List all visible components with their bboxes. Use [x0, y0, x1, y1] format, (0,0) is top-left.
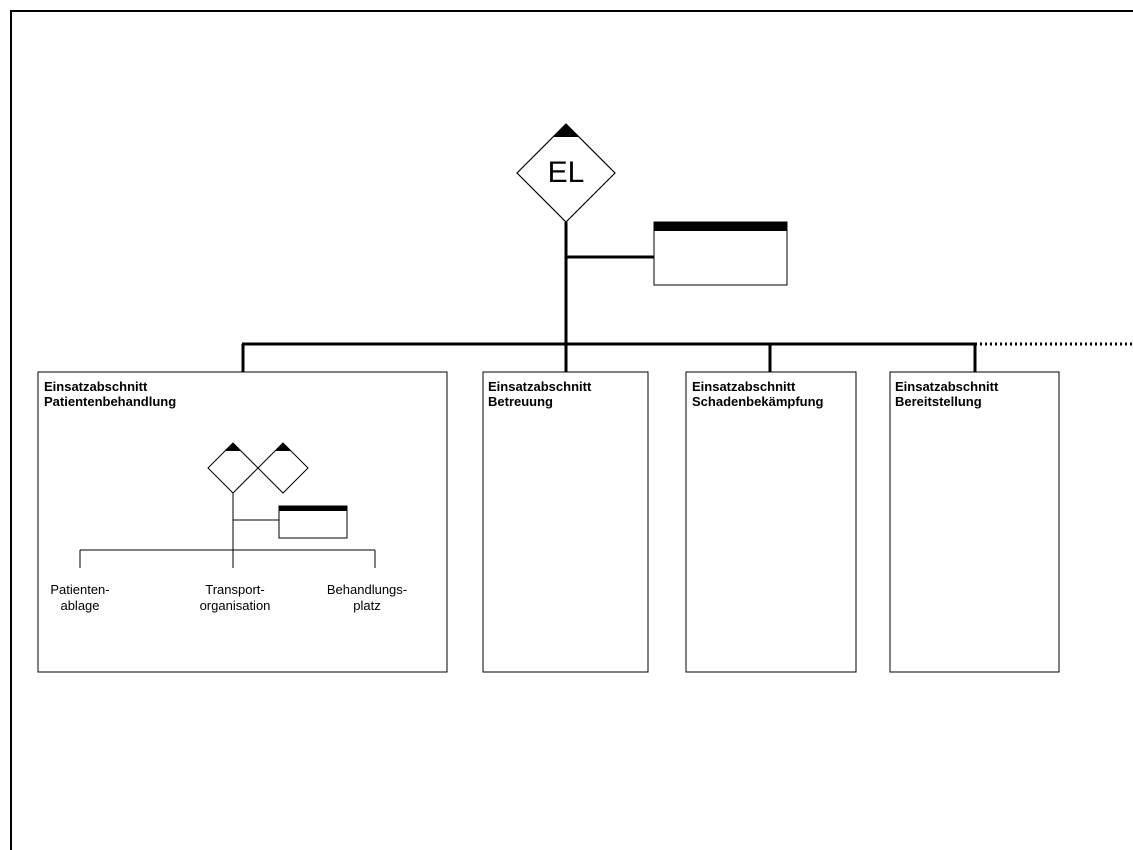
- section-box: [37, 371, 448, 673]
- section-leader-diamond-marker: [225, 443, 241, 451]
- section-title-betreuung: Einsatzabschnitt Betreuung: [488, 379, 591, 409]
- subsection-label-line2: platz: [353, 598, 381, 613]
- section-box: [685, 371, 857, 673]
- section-title-line2: Betreuung: [488, 394, 553, 409]
- section-title-line1: Einsatzabschnitt: [488, 379, 592, 394]
- section-title-line1: Einsatzabschnitt: [44, 379, 148, 394]
- leader-label: EL: [547, 156, 585, 189]
- staff-box-header: [654, 222, 787, 231]
- subsection-label-line2: organisation: [199, 598, 271, 613]
- section-title-patientenbehandlung: Einsatzabschnitt Patientenbehandlung: [44, 379, 176, 409]
- sub-staff-box-header: [279, 506, 347, 511]
- subsection-label-line1: Transport-: [205, 582, 265, 597]
- subsection-label-patientenablage: Patienten- ablage: [20, 582, 140, 614]
- section-title-line2: Bereitstellung: [895, 394, 982, 409]
- leader-diamond-marker: [553, 124, 579, 137]
- section-title-schadenbekaempfung: Einsatzabschnitt Schadenbekämpfung: [692, 379, 823, 409]
- section-title-bereitstellung: Einsatzabschnitt Bereitstellung: [895, 379, 998, 409]
- sub-staff-box: [278, 505, 348, 539]
- section-leader-diamond: [257, 442, 309, 494]
- subsection-label-line1: Behandlungs-: [326, 582, 408, 597]
- subsection-label-transportorganisation: Transport- organisation: [175, 582, 295, 614]
- subsection-label-behandlungsplatz: Behandlungs- platz: [307, 582, 427, 614]
- section-leader-diamond-marker: [275, 443, 291, 451]
- subsection-label-line1: Patienten-: [50, 582, 110, 597]
- staff-box: [653, 221, 788, 286]
- section-title-line2: Patientenbehandlung: [44, 394, 177, 409]
- section-box: [889, 371, 1060, 673]
- section-box: [482, 371, 649, 673]
- section-title-line2: Schadenbekämpfung: [692, 394, 824, 409]
- subsection-label-line2: ablage: [60, 598, 100, 613]
- section-title-line1: Einsatzabschnitt: [692, 379, 796, 394]
- diagram-frame: [10, 10, 1133, 850]
- section-title-line1: Einsatzabschnitt: [895, 379, 999, 394]
